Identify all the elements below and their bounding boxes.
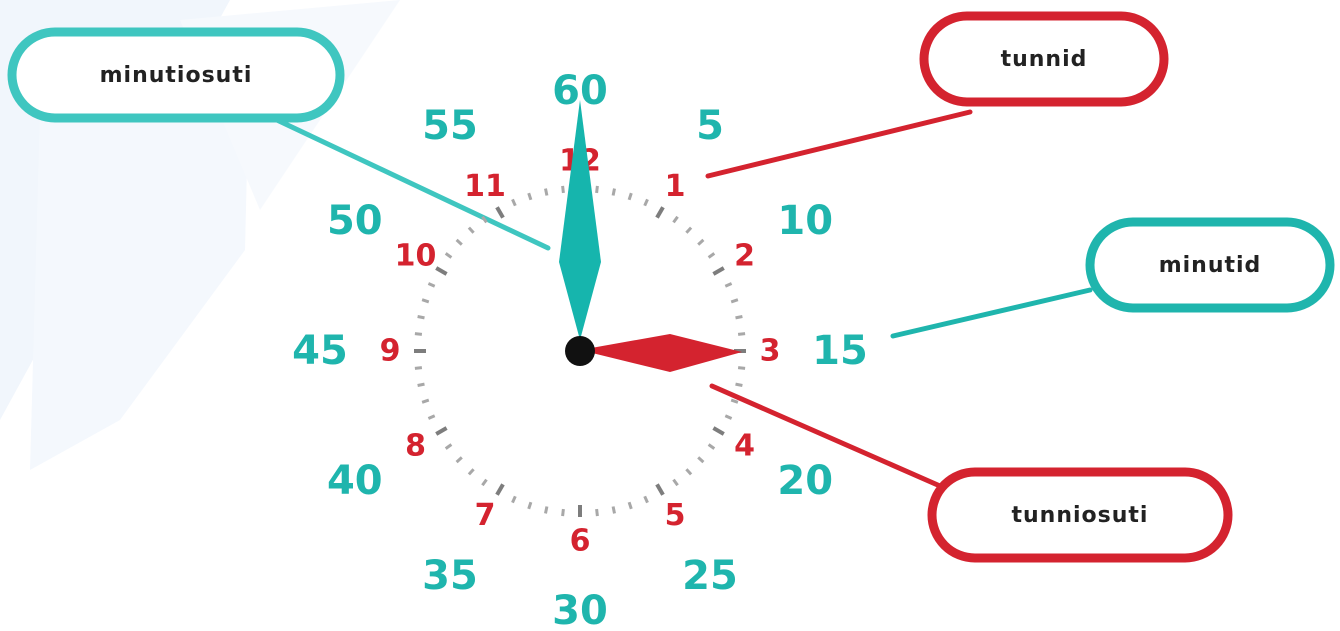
hour-number-9: 9 <box>380 334 401 369</box>
minutes-label: minutid <box>1159 253 1262 278</box>
minor-tick <box>725 416 731 419</box>
minor-tick <box>446 445 452 449</box>
hour-number-11: 11 <box>464 169 506 204</box>
minor-tick <box>597 509 598 516</box>
minute-hand-label: minutiosuti <box>100 63 253 88</box>
minute-number-40: 40 <box>327 458 383 504</box>
minute-number-20: 20 <box>777 458 833 504</box>
minor-tick <box>469 228 474 233</box>
minor-tick <box>738 368 745 369</box>
minor-tick <box>546 507 547 514</box>
minor-tick <box>415 334 422 335</box>
minor-tick <box>529 193 531 200</box>
minor-tick <box>736 384 743 385</box>
minor-tick <box>422 300 429 302</box>
minutes-leader-line <box>893 290 1090 336</box>
minor-tick <box>686 228 691 233</box>
hour-number-8: 8 <box>405 429 426 464</box>
minor-tick <box>563 186 564 193</box>
minor-tick <box>446 253 452 257</box>
major-tick <box>436 428 446 434</box>
minor-tick <box>457 457 462 462</box>
major-tick <box>657 484 663 494</box>
minor-tick <box>513 496 516 502</box>
hour-number-6: 6 <box>570 524 591 559</box>
minute-hand-callout: minutiosuti <box>12 32 340 118</box>
minor-tick <box>698 457 703 462</box>
minor-tick <box>482 480 486 486</box>
minor-tick <box>418 317 425 318</box>
minor-tick <box>629 502 631 509</box>
minor-tick <box>613 189 614 196</box>
minor-tick <box>709 445 715 449</box>
minor-tick <box>731 400 738 402</box>
minor-tick <box>469 469 474 474</box>
minor-tick <box>563 509 564 516</box>
minor-tick <box>546 189 547 196</box>
hour-number-4: 4 <box>734 429 755 464</box>
minute-hand <box>559 100 601 340</box>
minor-tick <box>709 253 715 257</box>
minor-tick <box>725 284 731 287</box>
minor-tick <box>428 284 434 287</box>
hours-callout: tunnid <box>924 16 1164 102</box>
hour-number-10: 10 <box>395 239 437 274</box>
hour-number-7: 7 <box>475 498 496 533</box>
major-tick <box>497 207 503 217</box>
hour-number-3: 3 <box>760 334 781 369</box>
minor-tick <box>736 317 743 318</box>
minutes-callout: minutid <box>1090 222 1330 308</box>
minor-tick <box>457 240 462 245</box>
minor-tick <box>418 384 425 385</box>
minute-number-15: 15 <box>812 328 868 374</box>
hour-hand-callout: tunniosuti <box>932 472 1228 558</box>
minor-tick <box>613 507 614 514</box>
minor-tick <box>597 186 598 193</box>
minute-number-45: 45 <box>292 328 348 374</box>
major-tick <box>497 484 503 494</box>
minor-tick <box>731 300 738 302</box>
minor-tick <box>529 502 531 509</box>
hours-leader-line <box>708 112 970 176</box>
clock-pivot <box>565 336 595 366</box>
hours-label: tunnid <box>1001 47 1088 72</box>
minor-tick <box>698 240 703 245</box>
minor-tick <box>422 400 429 402</box>
minute-number-30: 30 <box>552 588 608 631</box>
major-tick <box>657 207 663 217</box>
minute-number-10: 10 <box>777 198 833 244</box>
minute-number-50: 50 <box>327 198 383 244</box>
minor-tick <box>513 199 516 205</box>
minor-tick <box>738 334 745 335</box>
hour-number-2: 2 <box>734 239 755 274</box>
minor-tick <box>629 193 631 200</box>
major-tick <box>713 268 723 274</box>
minor-tick <box>645 199 648 205</box>
minor-tick <box>674 217 678 223</box>
minute-number-35: 35 <box>422 553 478 599</box>
minor-tick <box>645 496 648 502</box>
major-tick <box>436 268 446 274</box>
hour-hand-label: tunniosuti <box>1012 503 1149 528</box>
hour-number-1: 1 <box>665 169 686 204</box>
minor-tick <box>428 416 434 419</box>
minute-number-25: 25 <box>682 553 738 599</box>
hour-hand <box>580 334 742 372</box>
major-tick <box>713 428 723 434</box>
minor-tick <box>674 480 678 486</box>
minor-tick <box>686 469 691 474</box>
hour-number-5: 5 <box>665 498 686 533</box>
minute-number-5: 5 <box>696 103 724 149</box>
minute-number-55: 55 <box>422 103 478 149</box>
minor-tick <box>415 368 422 369</box>
